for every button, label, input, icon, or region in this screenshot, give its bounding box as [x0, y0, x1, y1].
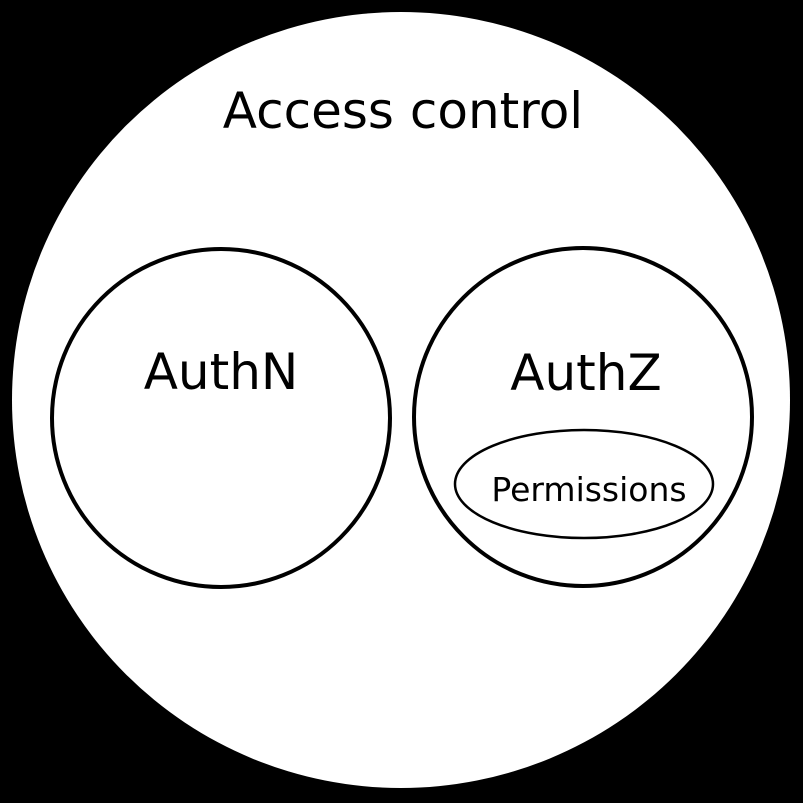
permissions-label: Permissions: [491, 470, 686, 509]
authn-circle: [50, 247, 392, 589]
access-control-label: Access control: [223, 82, 583, 140]
permissions-ellipse: [453, 428, 715, 540]
authz-label: AuthZ: [510, 344, 661, 402]
access-control-ellipse: [12, 12, 790, 788]
authn-label: AuthN: [144, 343, 299, 401]
